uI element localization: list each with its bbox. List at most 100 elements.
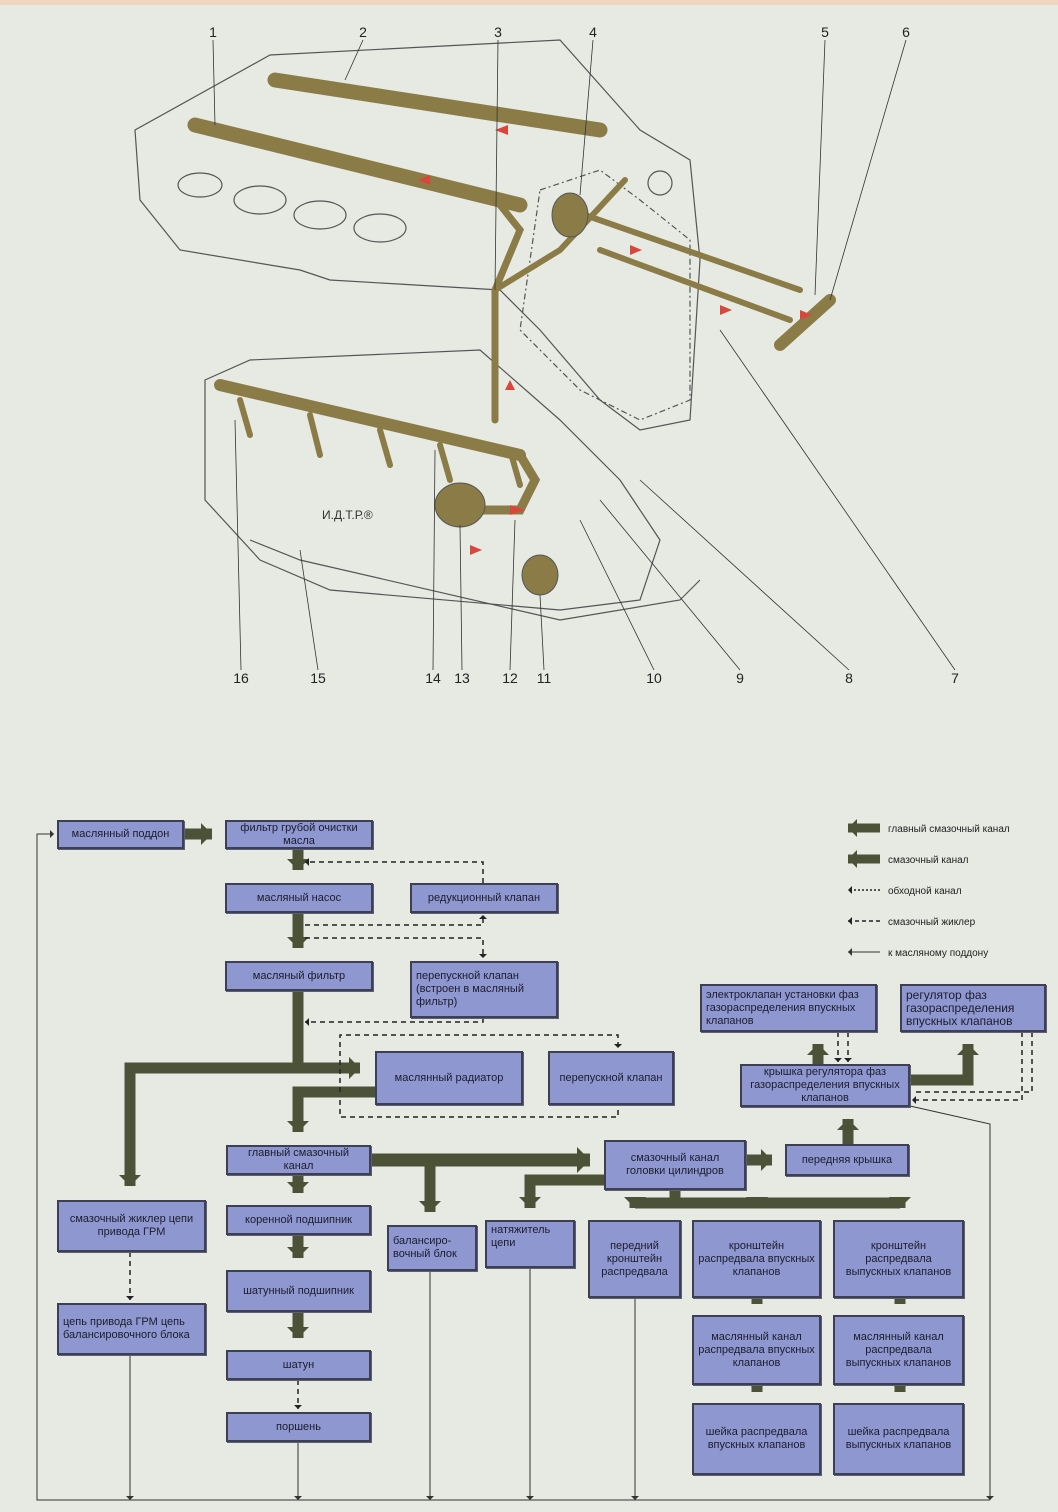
- arrowhead: [294, 1405, 302, 1409]
- arrowhead: [126, 1296, 134, 1300]
- callout-number: 9: [736, 670, 744, 686]
- box-vvt-cover: крышка регулятора фаз газораспределения …: [740, 1064, 910, 1107]
- oil-pan-outline: [249, 539, 701, 621]
- flow-arrow: [675, 1197, 906, 1209]
- arrowhead: [614, 1044, 622, 1048]
- arrowhead: [912, 1096, 916, 1104]
- box-intake-cam-bracket: кронштейн распредвала впускных клапанов: [692, 1220, 821, 1298]
- arrowhead: [526, 1496, 534, 1500]
- arrowhead: [426, 1496, 434, 1500]
- box-front-cam-bracket: передний кронштейн распредвала: [588, 1220, 681, 1298]
- callout-number: 13: [454, 670, 470, 686]
- arrowhead: [287, 937, 309, 948]
- flow-arrow: [292, 1086, 375, 1132]
- box-rod-bearing: шатунный подшипник: [226, 1270, 371, 1312]
- engine-block-outline: [204, 349, 661, 611]
- callout-number: 4: [589, 24, 597, 40]
- callout-number: 7: [951, 670, 959, 686]
- box-balancer: балансиро-вочный блок: [387, 1225, 477, 1271]
- arrowhead: [305, 858, 309, 866]
- box-exhaust-cam-bracket: кронштейн распредвала выпускных клапанов: [833, 1220, 964, 1298]
- box-relief-valve: редукционный клапан: [410, 883, 558, 913]
- flow-arrow: [910, 1044, 974, 1086]
- arrowhead: [889, 1197, 911, 1208]
- flow-arrows: [418, 125, 812, 555]
- legend-gallery: смазочный канал: [888, 855, 969, 866]
- box-head-gallery: смазочный канал головки цилиндров: [604, 1140, 746, 1190]
- box-main-bearing: коренной подшипник: [226, 1205, 371, 1235]
- vvt-actuator: [551, 192, 589, 238]
- main-oil-gallery: [214, 379, 526, 461]
- vvt-supply-line: [582, 212, 803, 293]
- callout-number: 14: [425, 670, 441, 686]
- callout-number: 8: [845, 670, 853, 686]
- dashed-line: [912, 1032, 1033, 1093]
- box-intake-cam-channel: маслянный канал распредвала впускных кла…: [692, 1315, 821, 1385]
- arrowhead: [119, 1175, 141, 1186]
- arrowhead: [848, 948, 852, 956]
- callout-number: 2: [359, 24, 367, 40]
- dashed-line: [339, 1100, 619, 1118]
- flow-arrow: [124, 991, 304, 1186]
- arrowhead: [746, 1197, 768, 1208]
- dashed-line: [305, 1018, 484, 1023]
- box-exhaust-cam-channel: маслянный канал распредвала выпускных кл…: [833, 1315, 964, 1385]
- arrowhead: [126, 1496, 134, 1500]
- box-oil-cooler: маслянный радиатор: [375, 1051, 523, 1105]
- box-con-rod: шатун: [226, 1350, 371, 1380]
- arrowhead: [986, 1496, 994, 1500]
- arrowhead: [848, 917, 852, 925]
- arrowhead: [848, 850, 857, 868]
- box-filter-bypass: перепускной клапан (встроен в масляный ф…: [410, 961, 558, 1018]
- box-vvt-actuator: регулятор фаз газораспределения впускных…: [900, 984, 1046, 1032]
- callout-leaders: [212, 39, 956, 671]
- cylinder-head-outline: [134, 39, 701, 431]
- arrowhead: [479, 954, 487, 958]
- dashed-line: [339, 1034, 619, 1092]
- box-tensioner: натяжитель цепи: [485, 1220, 575, 1268]
- return-line: [909, 1105, 991, 1500]
- arrowhead: [624, 1197, 646, 1208]
- arrowhead: [834, 1058, 842, 1062]
- exhaust-camshaft-gallery: [267, 72, 608, 138]
- box-intake-journal: шейка распредвала впускных клапанов: [692, 1403, 821, 1475]
- arrowhead: [761, 1149, 772, 1171]
- return-line: [36, 833, 990, 1501]
- box-front-cover: передняя крышка: [785, 1144, 909, 1176]
- arrowhead: [519, 1197, 541, 1208]
- box-main-gallery: главный смазочный канал: [226, 1145, 371, 1175]
- dashed-line: [305, 937, 484, 958]
- arrowhead: [848, 886, 852, 894]
- intake-camshaft-gallery: [187, 117, 528, 213]
- arrowhead: [287, 1182, 309, 1193]
- box-piston: поршень: [226, 1412, 371, 1442]
- callout-number: 10: [646, 670, 662, 686]
- arrowhead: [50, 830, 54, 838]
- callout-number: 1: [209, 24, 217, 40]
- brand-mark: И.Д.Т.Р.®: [322, 508, 373, 522]
- legend-jet: смазочный жиклер: [888, 917, 976, 928]
- callout-number: 6: [902, 24, 910, 40]
- box-vvt-solenoid: электроклапан установки фаз газораспреде…: [700, 984, 877, 1032]
- callout-number: 16: [233, 670, 249, 686]
- dashed-line: [912, 1032, 1023, 1101]
- legend-return: к масляному поддону: [888, 948, 989, 959]
- legend-bypass: обходной канал: [888, 886, 962, 897]
- head-feed-pipe: [492, 177, 628, 293]
- box-cooler-bypass: перепускной клапан: [548, 1051, 674, 1105]
- dashed-line: [305, 861, 484, 883]
- box-oil-filter: масляный фильтр: [225, 961, 373, 991]
- callout-number: 11: [536, 670, 552, 686]
- timing-cover-outline: [519, 169, 691, 421]
- callout-number: 15: [310, 670, 326, 686]
- arrowhead: [577, 1147, 590, 1173]
- arrowhead: [957, 1044, 979, 1055]
- page-edge: [0, 0, 1058, 5]
- legend-main-gallery: главный смазочный канал: [888, 824, 1010, 835]
- arrowhead: [294, 1496, 302, 1500]
- callout-number: 12: [502, 670, 518, 686]
- arrowhead: [837, 1119, 859, 1130]
- arrowhead: [287, 1121, 309, 1132]
